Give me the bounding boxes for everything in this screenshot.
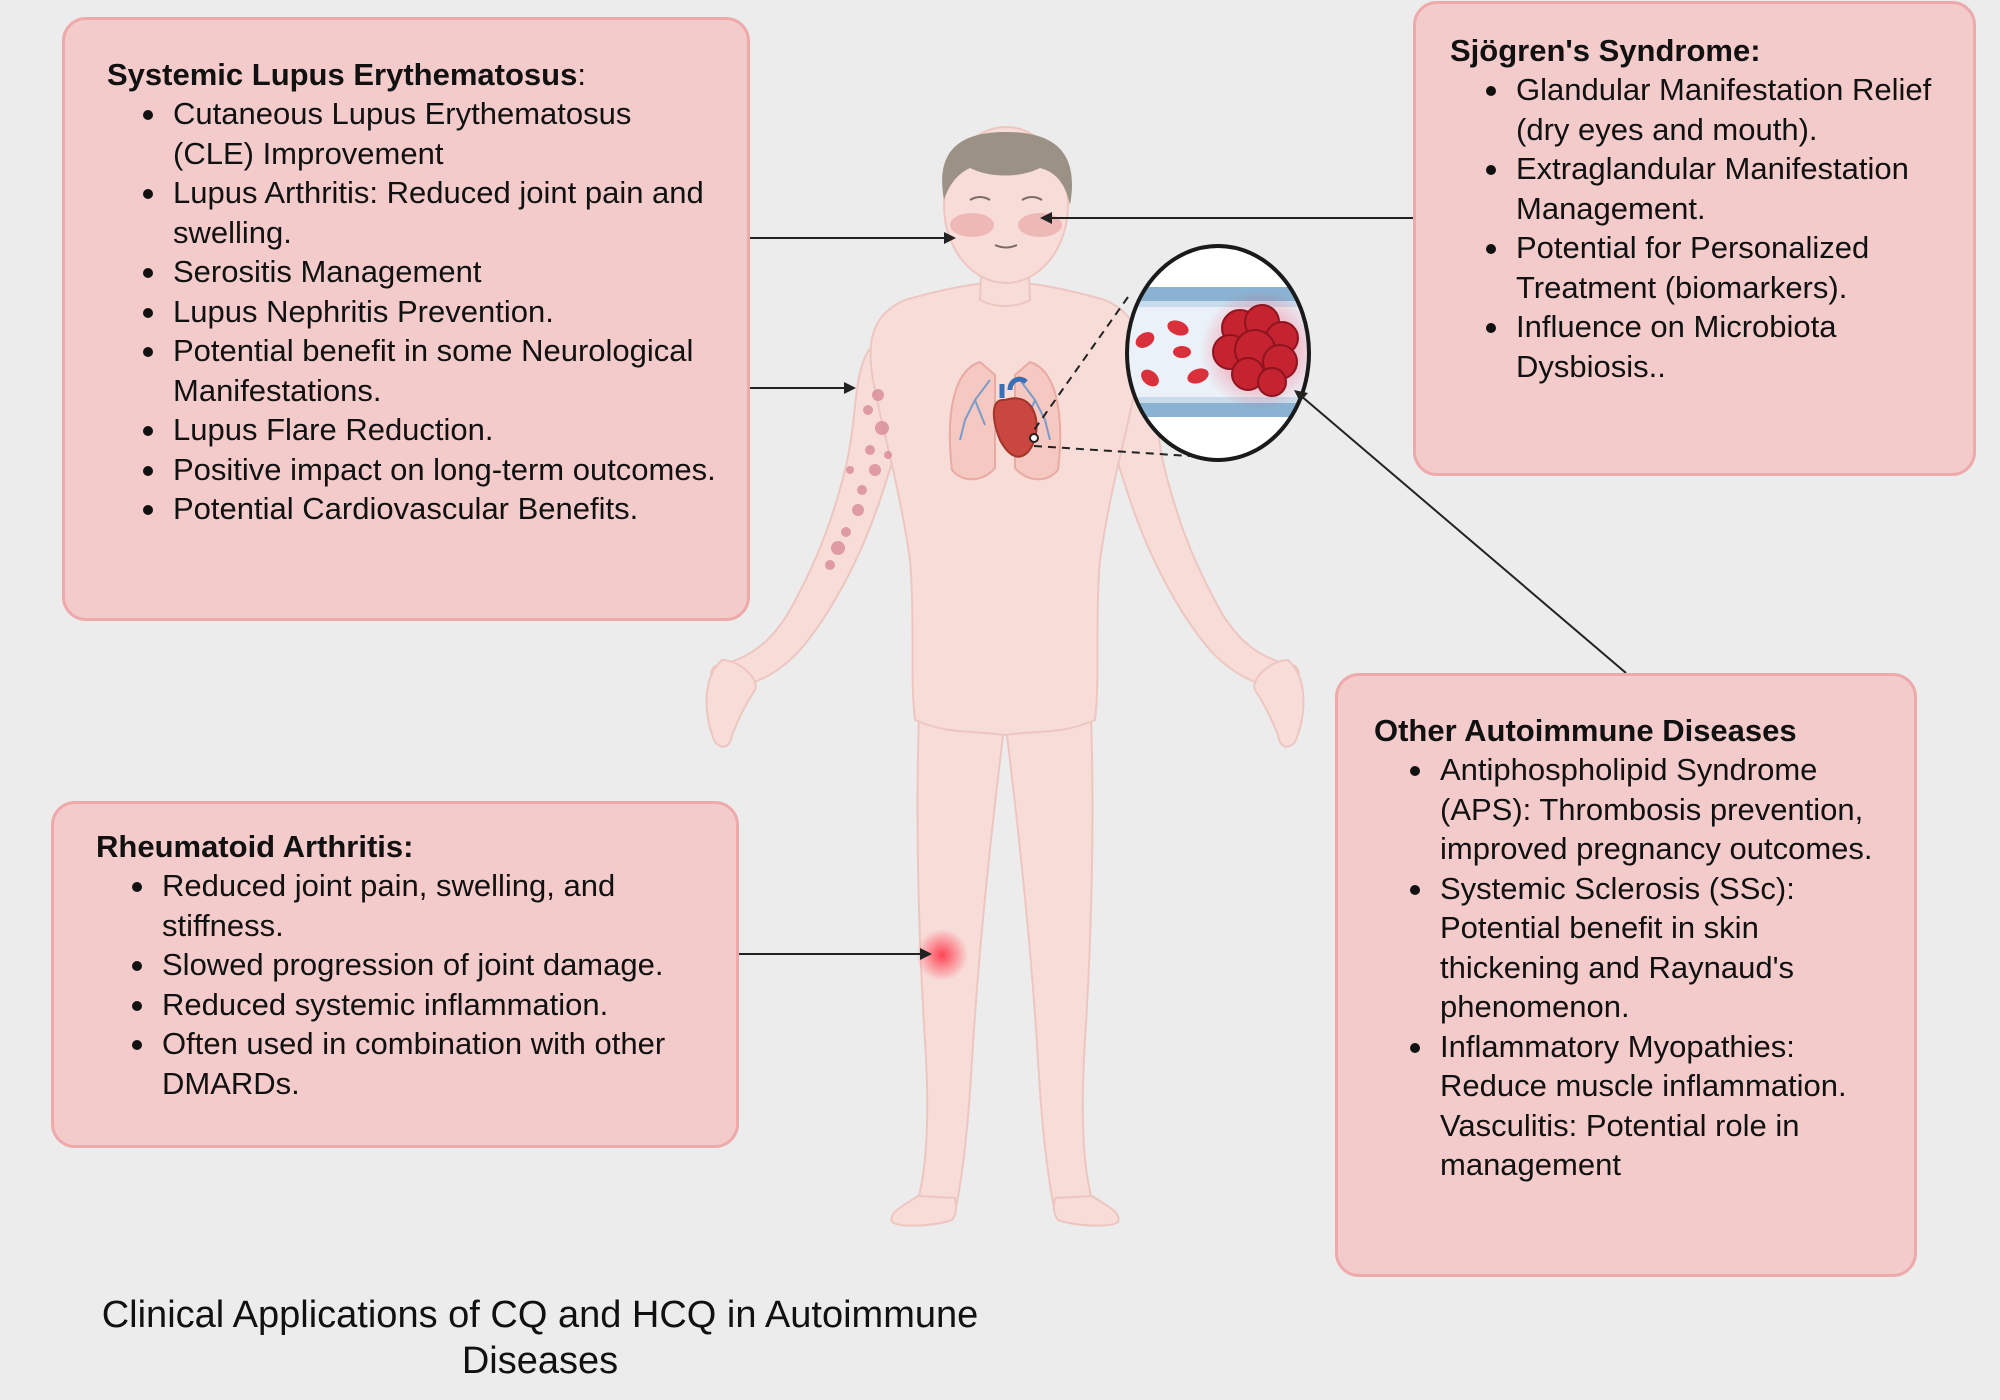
red-blood-cells xyxy=(1135,320,1209,387)
list-item: Slowed progression of joint damage. xyxy=(132,945,706,985)
other-title: Other Autoimmune Diseases xyxy=(1374,713,1797,748)
list-item: Potential Cardiovascular Benefits. xyxy=(143,489,717,529)
sle-list: Cutaneous Lupus Erythematosus (CLE) Impr… xyxy=(107,94,717,529)
list-item: Positive impact on long-term outcomes. xyxy=(143,450,717,490)
human-body xyxy=(705,126,1305,1227)
list-item: Serositis Management xyxy=(143,252,717,292)
sjogren-list: Glandular Manifestation Relief (dry eyes… xyxy=(1450,70,1953,386)
malar-rash-right xyxy=(1018,213,1062,237)
other-diseases-box: Other Autoimmune Diseases Antiphospholip… xyxy=(1335,673,1917,1277)
arrow-heads xyxy=(844,212,1308,960)
list-item: Cutaneous Lupus Erythematosus (CLE) Impr… xyxy=(143,94,717,173)
connector-lines xyxy=(739,217,1627,955)
ra-list: Reduced joint pain, swelling, and stiffn… xyxy=(96,866,706,1103)
list-item: Reduced joint pain, swelling, and stiffn… xyxy=(132,866,706,945)
list-item: Glandular Manifestation Relief (dry eyes… xyxy=(1486,70,1953,149)
list-item: Lupus Arthritis: Reduced joint pain and … xyxy=(143,173,717,252)
ra-box: Rheumatoid Arthritis: Reduced joint pain… xyxy=(51,801,739,1148)
knee-inflammation xyxy=(916,929,968,981)
sjogren-title: Sjögren's Syndrome: xyxy=(1450,33,1761,68)
face xyxy=(969,196,1043,249)
list-item: Systemic Sclerosis (SSc): Potential bene… xyxy=(1410,869,1894,1027)
vessel-lens xyxy=(1029,244,1311,462)
list-item: Potential for Personalized Treatment (bi… xyxy=(1486,228,1953,307)
list-item: Influence on Microbiota Dysbiosis.. xyxy=(1486,307,1953,386)
list-item: Reduced systemic inflammation. xyxy=(132,985,706,1025)
list-item: Extraglandular Manifestation Management. xyxy=(1486,149,1953,228)
figure-caption: Clinical Applications of CQ and HCQ in A… xyxy=(101,1294,979,1382)
list-item: Antiphospholipid Syndrome (APS): Thrombo… xyxy=(1410,750,1894,869)
sle-title: Systemic Lupus Erythematosus: xyxy=(107,57,586,92)
hair xyxy=(942,132,1073,205)
list-item: Often used in combination with other DMA… xyxy=(132,1024,706,1103)
sle-box: Systemic Lupus Erythematosus: Cutaneous … xyxy=(62,17,750,621)
list-item: Lupus Flare Reduction. xyxy=(143,410,717,450)
skin-lesions xyxy=(825,389,892,570)
list-item: Potential benefit in some Neurological M… xyxy=(143,331,717,410)
malar-rash-left xyxy=(950,213,994,237)
sjogren-box: Sjögren's Syndrome: Glandular Manifestat… xyxy=(1413,1,1976,476)
blood-clot xyxy=(1212,304,1299,397)
list-item: Inflammatory Myopathies: Reduce muscle i… xyxy=(1410,1027,1894,1185)
ra-title: Rheumatoid Arthritis: xyxy=(96,829,414,864)
list-item: Lupus Nephritis Prevention. xyxy=(143,292,717,332)
heart-icon xyxy=(992,376,1038,458)
other-list: Antiphospholipid Syndrome (APS): Thrombo… xyxy=(1374,750,1894,1185)
